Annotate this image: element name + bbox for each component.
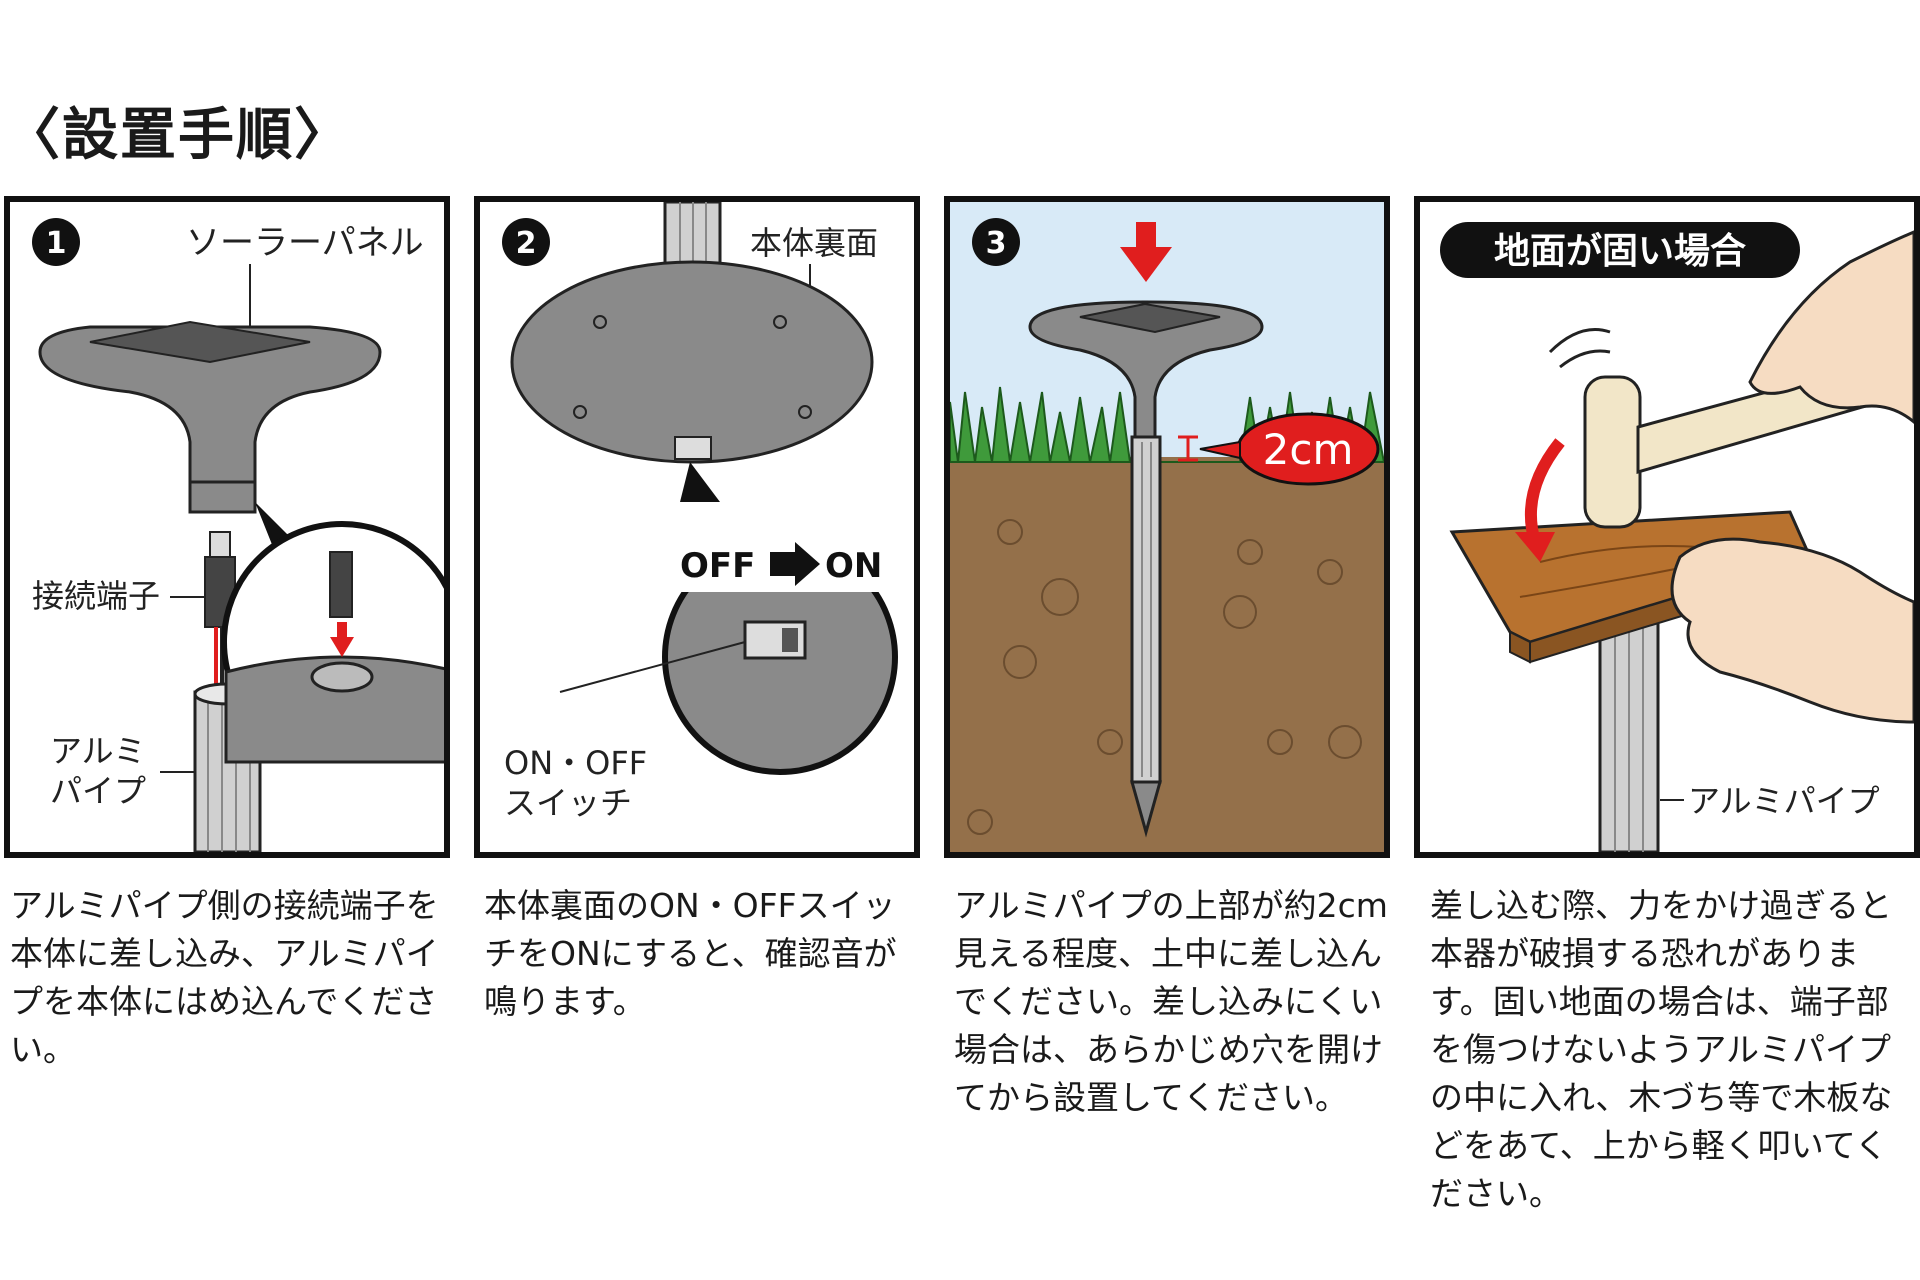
device-underside bbox=[510, 260, 874, 464]
step-1-panel: 1 ソーラーパネル 接続端子 アルミ パイプ bbox=[4, 196, 450, 858]
solar-panel-label: ソーラーパネル bbox=[186, 223, 424, 263]
switch-label-line1: ON・OFF bbox=[504, 744, 647, 782]
switch-knob bbox=[782, 628, 798, 652]
strike-arrow bbox=[1524, 438, 1565, 544]
step-4-description: 差し込む際、力をかけ過ぎると本器が破損する恐れがあります。固い地面の場合は、端子… bbox=[1430, 886, 1893, 1213]
step-2-description: 本体裏面のON・OFFスイッチをONにすると、確認音が鳴ります。 bbox=[484, 886, 897, 1021]
upper-hand bbox=[1748, 230, 1914, 424]
solar-panel-cell bbox=[89, 320, 311, 364]
soil bbox=[950, 457, 1384, 852]
step-1-description: アルミパイプ側の接続端子を本体に差し込み、アルミパイプを本体にはめ込んでください… bbox=[10, 886, 439, 1069]
step-1-number-badge bbox=[32, 218, 80, 266]
device-socket bbox=[188, 480, 257, 514]
insert-arrow-icon bbox=[330, 637, 354, 657]
off-to-on-arrow-icon bbox=[770, 542, 820, 586]
solar-device-head bbox=[38, 325, 382, 484]
step-3-description: アルミパイプの上部が約2cm見える程度、土中に差し込んでください。差し込みにくい… bbox=[954, 886, 1388, 1117]
step-3-pipe bbox=[1130, 435, 1162, 784]
hard-ground-panel: 地面が固い場合 アルミパイプ bbox=[1414, 196, 1920, 858]
hard-ground-illustration: 地面が固い場合 アルミパイプ bbox=[1440, 222, 1914, 852]
small-switch bbox=[674, 436, 712, 460]
lower-hand bbox=[1670, 537, 1914, 724]
step-2-panel: 2 本体裏面 OFF ON ON・OFF スイッチ bbox=[474, 196, 920, 858]
step-2-illustration: 2 本体裏面 OFF ON ON・OFF スイッチ bbox=[502, 202, 898, 822]
pipe-spike bbox=[1130, 780, 1162, 838]
distance-label: 2cm bbox=[1263, 425, 1354, 474]
step-3-number-badge bbox=[972, 218, 1020, 266]
strike-arrow-icon bbox=[1515, 532, 1555, 562]
pipe-label: アルミパイプ bbox=[1688, 782, 1880, 820]
pipe-label-line2: パイプ bbox=[50, 772, 146, 810]
step-1-illustration: 1 ソーラーパネル 接続端子 アルミ パイプ bbox=[32, 218, 444, 852]
pipe-label-line1: アルミ bbox=[50, 732, 146, 770]
step-2-number: 2 bbox=[516, 226, 537, 261]
step-3-number: 3 bbox=[986, 226, 1007, 261]
hard-ground-badge bbox=[1440, 222, 1800, 278]
connector-label: 接続端子 bbox=[32, 577, 160, 615]
hard-ground-label: 地面が固い場合 bbox=[1494, 231, 1746, 272]
step-2-number-badge bbox=[502, 218, 550, 266]
on-label: ON bbox=[825, 546, 882, 586]
switch-leader bbox=[559, 641, 746, 693]
step-3-illustration: 2cm 3 bbox=[950, 202, 1384, 852]
switch-label-line2: スイッチ bbox=[504, 784, 632, 822]
down-arrow-icon bbox=[1120, 247, 1172, 282]
mallet-head bbox=[1583, 375, 1642, 529]
page-title: 〈設置手順〉 bbox=[4, 103, 352, 168]
step-3-device bbox=[1028, 300, 1264, 439]
off-label: OFF bbox=[680, 546, 755, 586]
connector-tip bbox=[209, 531, 231, 558]
step-3-panel: 2cm 3 bbox=[944, 196, 1390, 858]
zoom-socket bbox=[310, 661, 374, 693]
underside-label: 本体裏面 bbox=[750, 224, 878, 262]
step-1-number: 1 bbox=[46, 226, 67, 261]
